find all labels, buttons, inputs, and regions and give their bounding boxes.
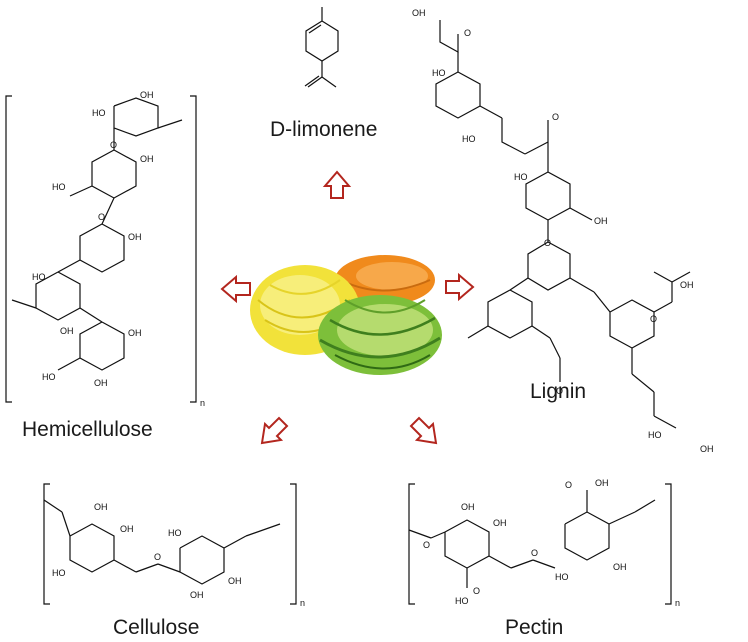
- cellulose-structure: OH OH HO O HO OH OH n: [43, 483, 305, 608]
- hemi-n: n: [200, 398, 205, 408]
- lignin-o-4: O: [650, 314, 657, 324]
- hemicellulose-structure: OH HO O OH HO OH O HO OH OH HO OH n: [5, 90, 205, 408]
- hemi-o-2: O: [98, 212, 105, 222]
- hemi-ho-4: HO: [42, 372, 56, 382]
- label-hemicellulose: Hemicellulose: [22, 418, 153, 441]
- cell-n: n: [300, 598, 305, 608]
- label-lignin: Lignin: [530, 380, 587, 403]
- cell-ho-2: HO: [168, 528, 182, 538]
- lignin-ho-4: HO: [648, 430, 662, 440]
- orange-peel: [335, 255, 435, 305]
- hemi-oh-5: OH: [128, 328, 142, 338]
- hemi-ho-1: HO: [92, 108, 106, 118]
- lignin-oh-3: OH: [680, 280, 694, 290]
- lignin-ho-2: HO: [462, 134, 476, 144]
- hemi-ho-3: HO: [32, 272, 46, 282]
- lignin-ho-1: HO: [432, 68, 446, 78]
- pectin-o-3: O: [531, 548, 538, 558]
- cell-ho-1: HO: [52, 568, 66, 578]
- d-limonene-structure: [304, 7, 339, 88]
- hemi-oh-3: OH: [128, 232, 142, 242]
- lignin-oh-2: OH: [594, 216, 608, 226]
- pectin-oh-2: OH: [493, 518, 507, 528]
- pectin-oh-3: OH: [595, 478, 609, 488]
- hemi-oh-1: OH: [140, 90, 154, 100]
- hemi-oh-6: OH: [94, 378, 108, 388]
- lignin-ho-3: HO: [514, 172, 528, 182]
- cell-o-1: O: [154, 552, 161, 562]
- pectin-o-4: O: [565, 480, 572, 490]
- lignin-o-1: O: [464, 28, 471, 38]
- lignin-oh-4: OH: [700, 444, 714, 454]
- hemi-ho-2: HO: [52, 182, 66, 192]
- label-d-limonene: D-limonene: [270, 118, 378, 141]
- hemi-oh-2: OH: [140, 154, 154, 164]
- label-cellulose: Cellulose: [113, 616, 200, 639]
- arrow-right-icon: [445, 272, 475, 302]
- arrow-up-icon: [322, 170, 352, 199]
- lignin-structure: OH O HO HO O HO OH O OH O HO OH O: [412, 8, 714, 454]
- lignin-o-5: O: [556, 386, 563, 396]
- hemi-o-1: O: [110, 140, 117, 150]
- arrow-down-right-icon: [409, 416, 438, 445]
- lignin-o-2: O: [552, 112, 559, 122]
- lignin-o-3: O: [544, 238, 551, 248]
- arrow-left-icon: [220, 274, 251, 304]
- arrow-down-left-icon: [260, 416, 289, 445]
- pectin-n: n: [675, 598, 680, 608]
- cell-oh-2: OH: [120, 524, 134, 534]
- label-pectin: Pectin: [505, 616, 564, 639]
- pectin-oh-4: OH: [613, 562, 627, 572]
- hemi-oh-4: OH: [60, 326, 74, 336]
- lime-peel: [318, 295, 442, 375]
- pectin-o-1: O: [423, 540, 430, 550]
- pectin-structure: OH OH O HO O O OH O HO OH n: [408, 478, 680, 608]
- pectin-ho-2: HO: [555, 572, 569, 582]
- pectin-oh-1: OH: [461, 502, 475, 512]
- cell-oh-3: OH: [190, 590, 204, 600]
- pectin-ho-1: HO: [455, 596, 469, 606]
- cell-oh-1: OH: [94, 502, 108, 512]
- cell-oh-4: OH: [228, 576, 242, 586]
- lignin-oh-1: OH: [412, 8, 426, 18]
- pectin-o-2: O: [473, 586, 480, 596]
